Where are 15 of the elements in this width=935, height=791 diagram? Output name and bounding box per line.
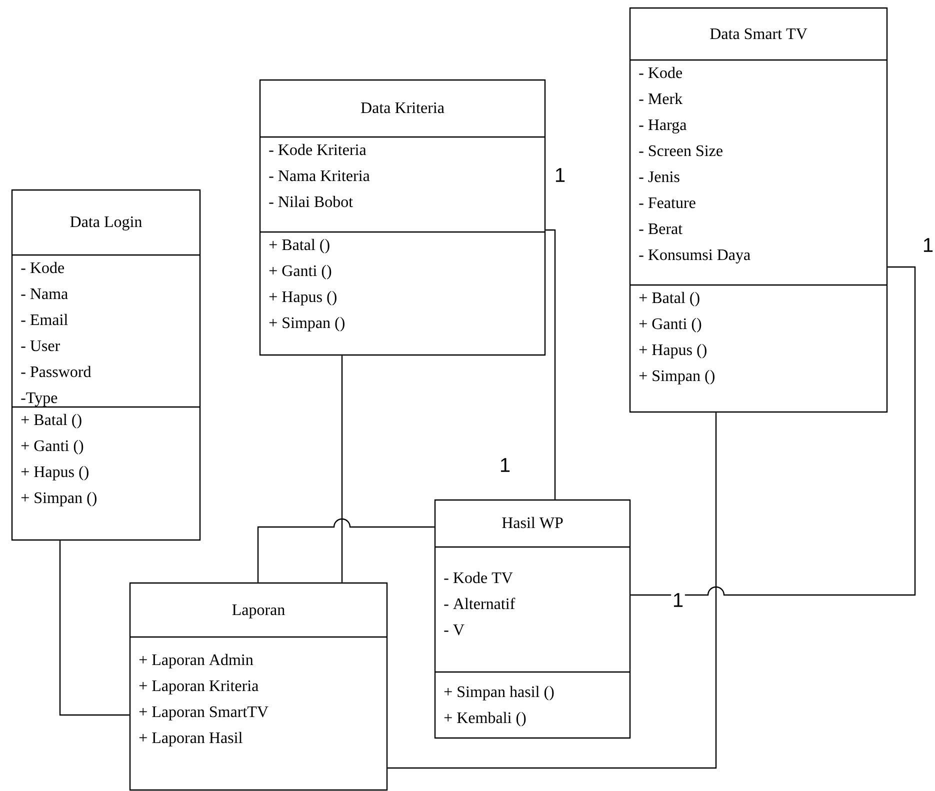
multiplicity-label: 1 [498, 456, 512, 474]
multiplicity-label: 1 [553, 166, 567, 184]
multiplicity-label: 1 [921, 236, 935, 254]
class-box: Data Login - Kode - Nama - Email - User - Password -Type + Batal () + Ganti () + Hapus () + Simpan () [11, 189, 201, 541]
connector-line [341, 356, 343, 582]
multiplicity-label: 1 [671, 592, 685, 608]
connector-line [630, 266, 916, 596]
class-box: Hasil WP - Kode TV - Alternatif - V + Simpan hasil () + Kembali () [434, 499, 631, 739]
connector-line [59, 540, 130, 716]
class-box: Laporan + Laporan Admin + Laporan Kriteria + Laporan SmartTV + Laporan Hasil [129, 582, 388, 791]
class-box: Data Smart TV - Kode - Merk - Harga - Screen Size - Jenis - Feature - Berat - Konsumsi Daya + Batal () + Ganti () + Hapus () + Simpan () [629, 7, 888, 413]
connector-line [388, 412, 717, 769]
class-box: Data Kriteria - Kode Kriteria - Nama Kriteria - Nilai Bobot + Batal () + Ganti () + Hapus () + Simpan () [259, 79, 546, 356]
connector-line [546, 229, 556, 500]
connector-line [257, 518, 434, 582]
